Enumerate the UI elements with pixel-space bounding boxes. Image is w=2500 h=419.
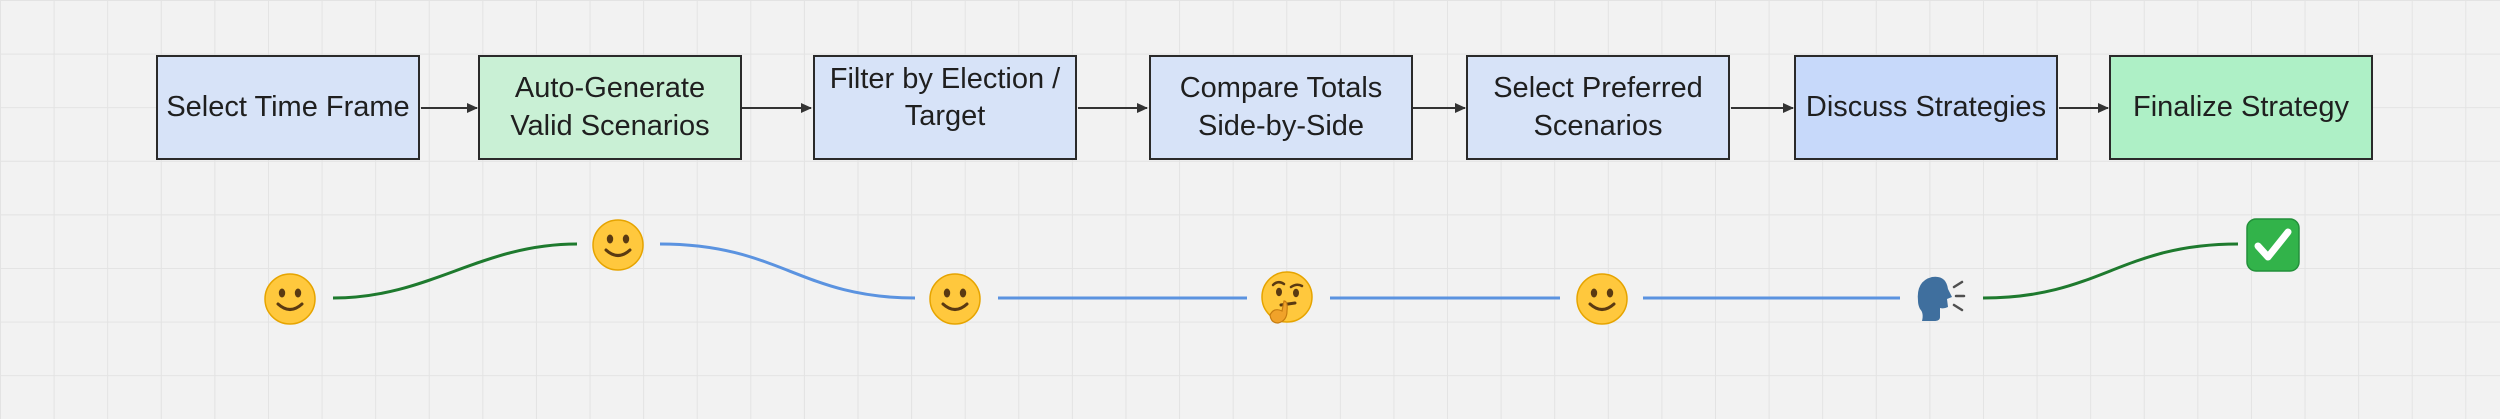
sentiment-curve-positive [332,242,578,300]
thinking-face-icon [1260,271,1316,327]
step-select-preferred[interactable]: Select Preferred Scenarios [1466,55,1730,160]
sentiment-curve-neutral [659,242,916,300]
step-auto-generate-scenarios[interactable]: Auto-Generate Valid Scenarios [478,55,742,160]
slightly-smiling-face-icon [1574,271,1630,327]
slightly-smiling-face-icon [262,271,318,327]
sentiment-curve-positive [1982,242,2239,300]
slightly-smiling-face-icon [590,217,646,273]
slightly-smiling-face-icon [927,271,983,327]
step-compare-totals[interactable]: Compare Totals Side-by-Side [1149,55,1413,160]
step-discuss-strategies[interactable]: Discuss Strategies [1794,55,2058,160]
step-finalize-strategy[interactable]: Finalize Strategy [2109,55,2373,160]
check-mark-button-icon [2245,217,2301,273]
step-select-time-frame[interactable]: Select Time Frame [156,55,420,160]
sentiment-curves [332,242,2239,300]
step-filter-by-election[interactable]: Filter by Election / Target [813,55,1077,160]
speaking-head-icon [1910,271,1966,327]
